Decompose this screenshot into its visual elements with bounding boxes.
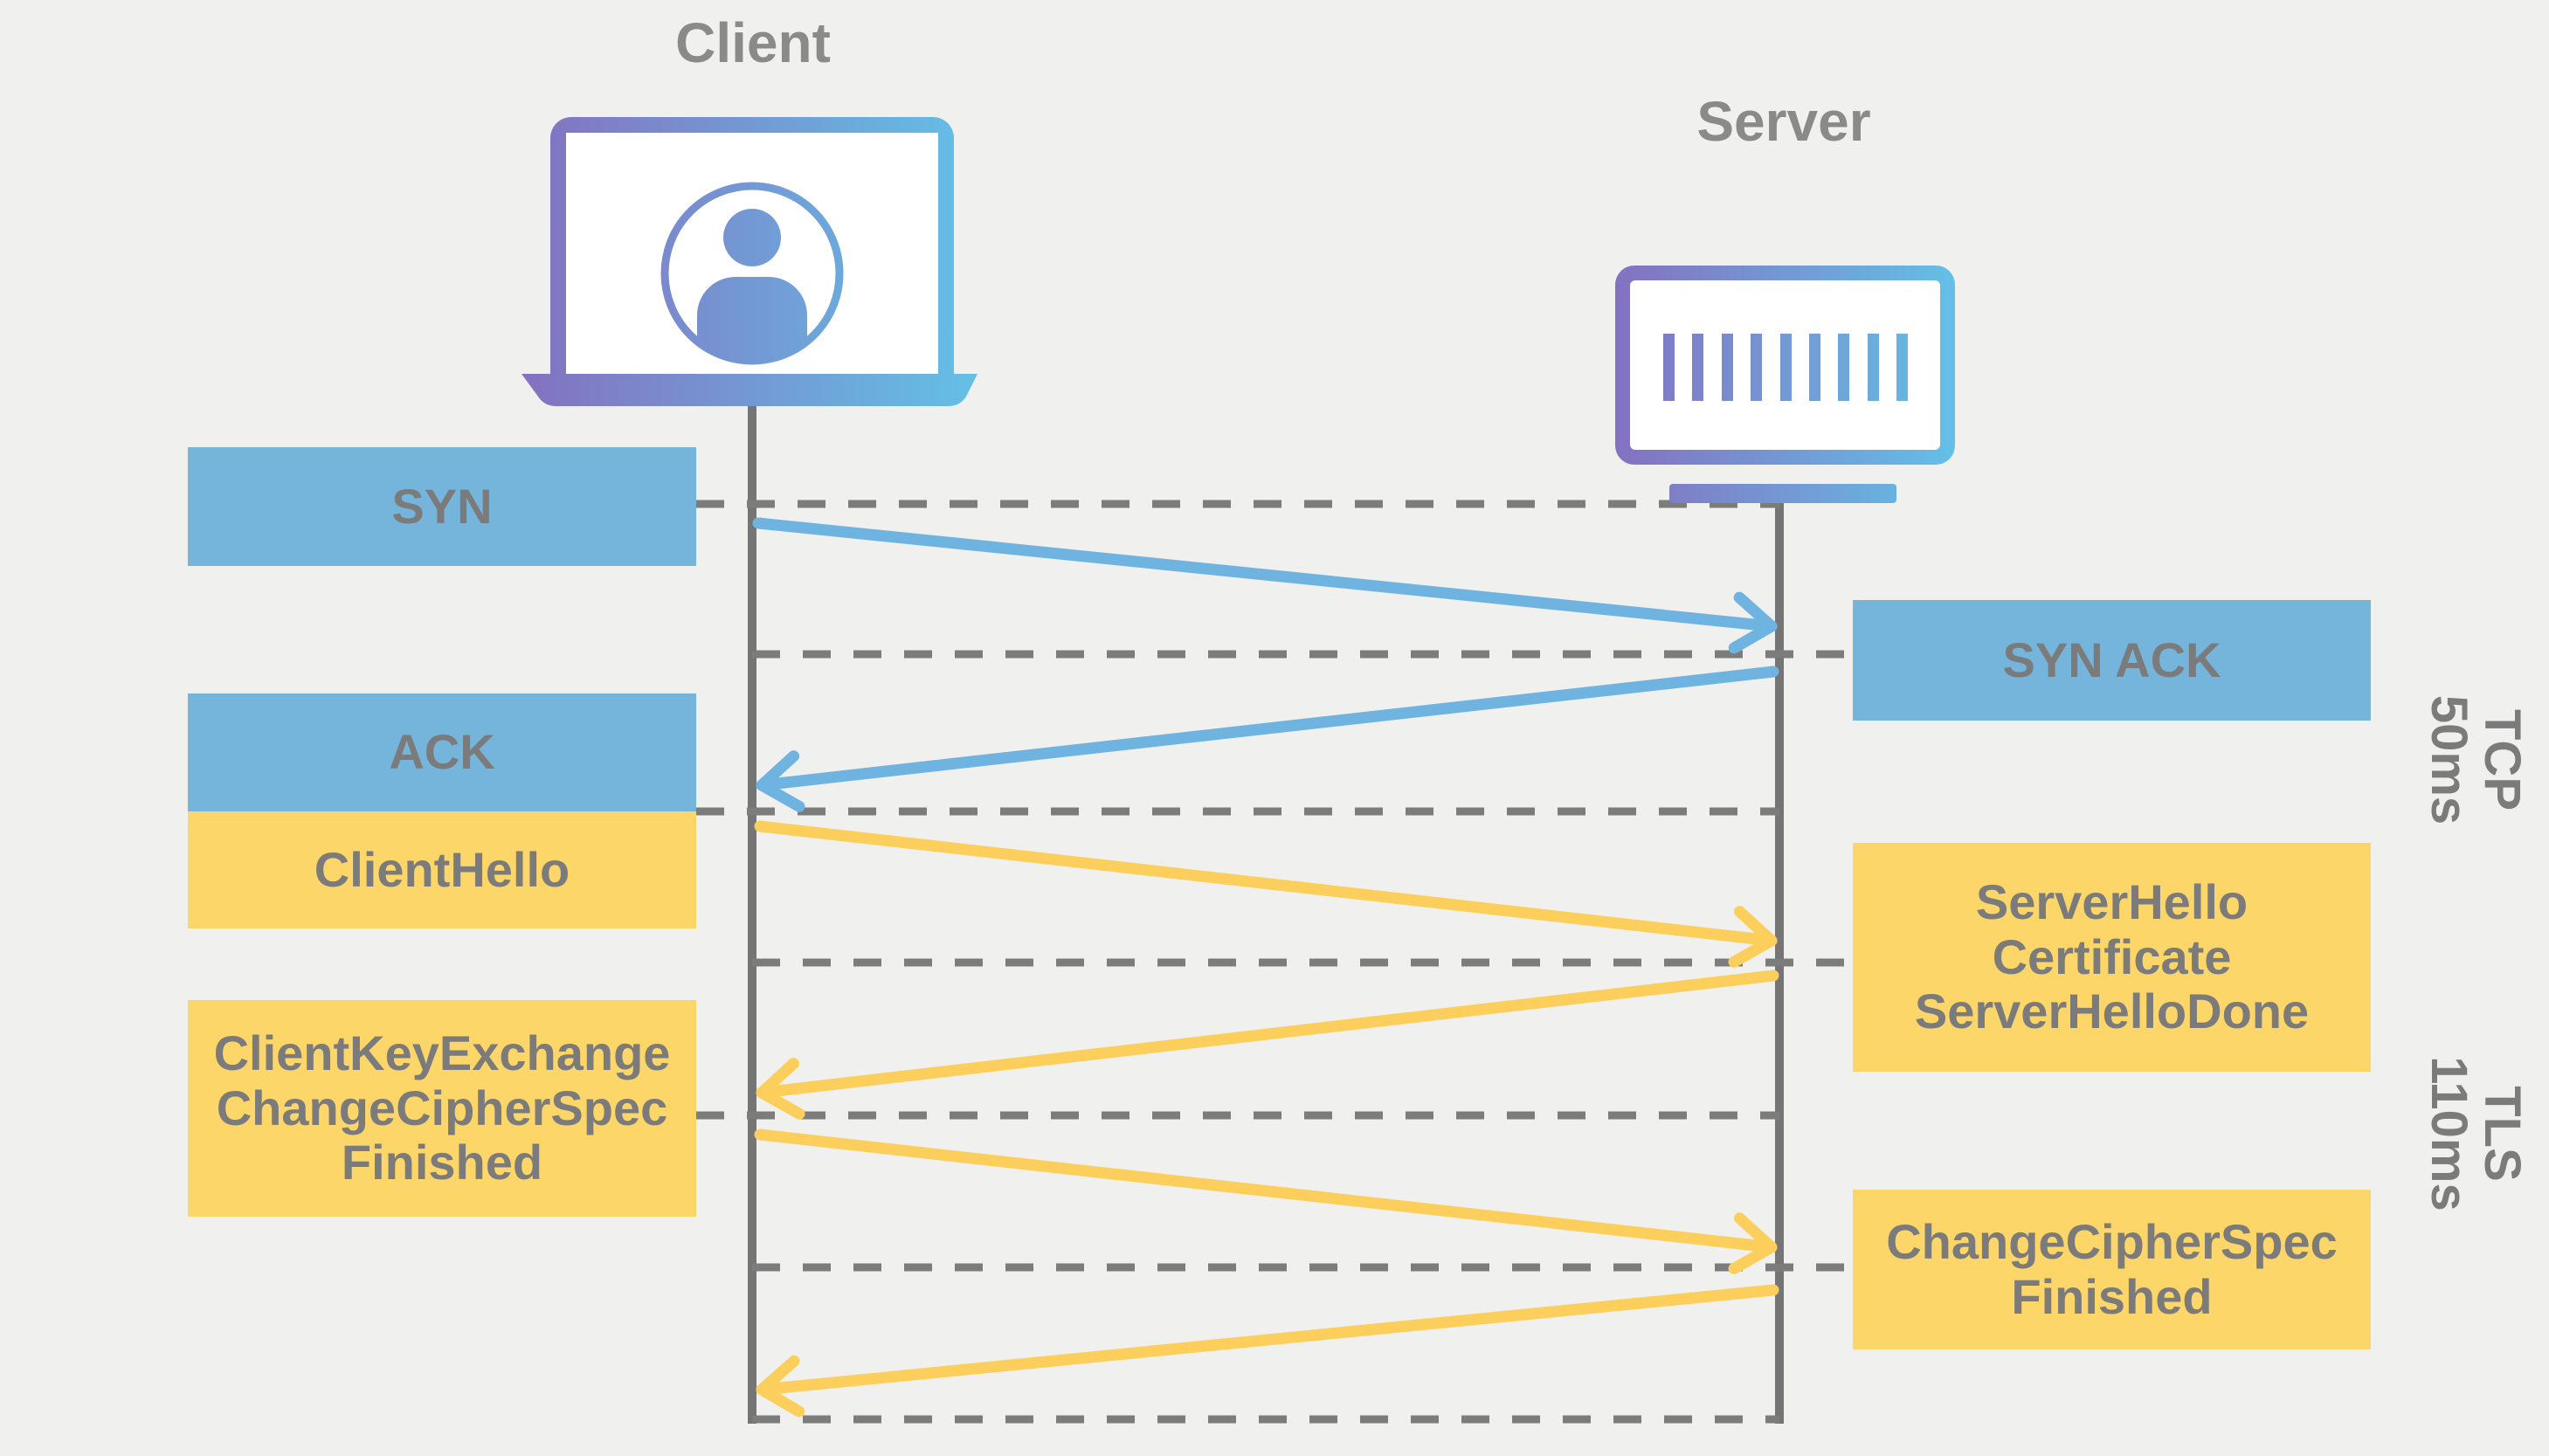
server-hello-arrow (756, 970, 1779, 1120)
syn-message-box: SYN (188, 447, 696, 566)
tcp-phase-label: TCP 50ms (2421, 694, 2531, 825)
server-rack-icon (1615, 266, 1955, 503)
syn-ack-message-box: SYN ACK (1853, 600, 2371, 721)
client-hello-message-box: ClientHello (188, 811, 696, 928)
server-title: Server (1696, 90, 1871, 153)
ack-message-box: ACK (188, 693, 696, 811)
client-key-exchange-message-box: ClientKeyExchange ChangeCipherSpec Finis… (188, 1000, 696, 1217)
avatar-circle (660, 182, 844, 365)
client-title: Client (675, 11, 831, 74)
laptop-user-icon (522, 117, 977, 406)
server-slots (1663, 334, 1908, 401)
client-hello-arrow (754, 820, 1778, 968)
client-key-exchange-arrow (754, 1128, 1778, 1274)
change-cipher-spec-arrow (756, 1284, 1779, 1418)
server-hello-message-box: ServerHello Certificate ServerHelloDone (1853, 843, 2371, 1072)
tls-phase-label: TLS 110ms (2421, 1056, 2531, 1211)
change-cipher-spec-message-box: ChangeCipherSpec Finished (1853, 1190, 2371, 1349)
syn-arrow (752, 517, 1778, 654)
syn-ack-arrow (756, 666, 1779, 812)
